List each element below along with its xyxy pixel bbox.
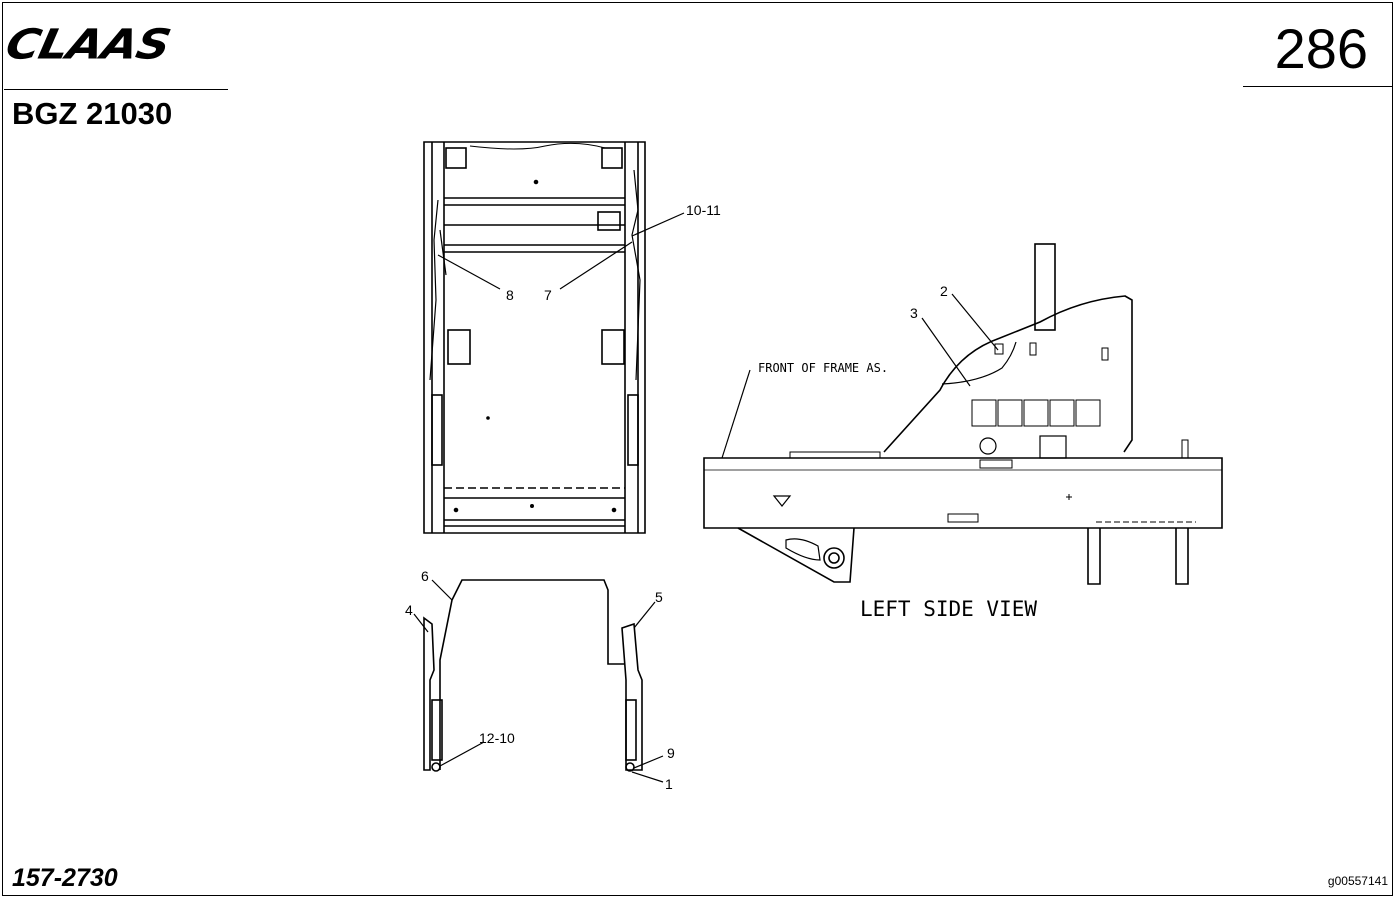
callout-3: 3 [910, 305, 918, 321]
callout-12-10: 12-10 [479, 730, 515, 746]
top-view-leaders [437, 212, 685, 290]
image-id: g00557141 [1327, 874, 1388, 888]
header-rule-left [4, 89, 228, 90]
callout-1: 1 [665, 776, 673, 792]
front-view-leaders [413, 579, 664, 783]
callout-8: 8 [506, 287, 514, 303]
page-number: 286 [1274, 17, 1368, 80]
callout-6: 6 [421, 568, 429, 584]
callout-7: 7 [544, 287, 552, 303]
top-view-frame [423, 141, 646, 534]
group-code: BGZ 21030 [12, 96, 173, 131]
left-side-view-drawing [703, 243, 1223, 585]
callout-5: 5 [655, 589, 663, 605]
doc-number: 157-2730 [12, 864, 118, 892]
header-rule-right [1243, 86, 1393, 87]
front-view-guard [423, 579, 643, 772]
callout-9: 9 [667, 745, 675, 761]
callout-10-11: 10-11 [686, 202, 721, 218]
side-view-leaders [721, 293, 999, 459]
front-of-frame-label: FRONT OF FRAME AS. [758, 361, 888, 375]
left-side-view-label: LEFT SIDE VIEW [860, 597, 1037, 621]
callout-2: 2 [940, 283, 948, 299]
callout-4: 4 [405, 602, 413, 618]
